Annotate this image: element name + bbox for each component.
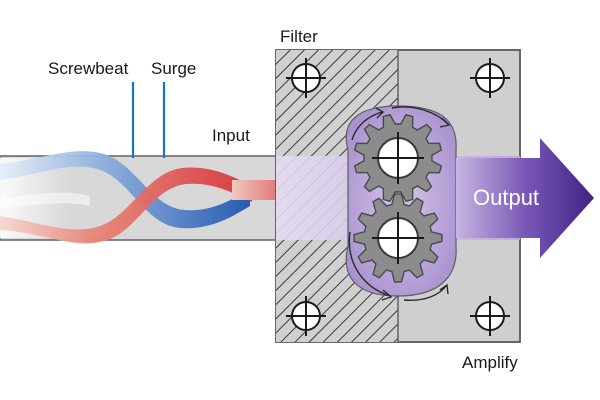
crosshair-bolt-icon xyxy=(470,296,510,336)
screwbeat-wave xyxy=(0,151,250,229)
filter-label: Filter xyxy=(280,27,318,46)
surge-waves xyxy=(0,151,252,244)
gear-icon xyxy=(353,113,443,203)
surge-label: Surge xyxy=(151,59,196,78)
surge-wave xyxy=(0,167,252,244)
amplify-label: Amplify xyxy=(462,353,518,372)
screwbeat-label: Screwbeat xyxy=(48,59,129,78)
gear-icon xyxy=(353,193,443,283)
rotation-arrow-icon xyxy=(351,107,449,302)
output-label: Output xyxy=(473,185,539,210)
crosshair-bolt-icon xyxy=(286,296,326,336)
crosshair-bolt-icon xyxy=(470,58,510,98)
crosshair-bolt-icon xyxy=(286,58,326,98)
output-arrow xyxy=(456,138,594,258)
rotation-arrow-icon xyxy=(348,106,451,301)
input-label: Input xyxy=(212,126,250,145)
